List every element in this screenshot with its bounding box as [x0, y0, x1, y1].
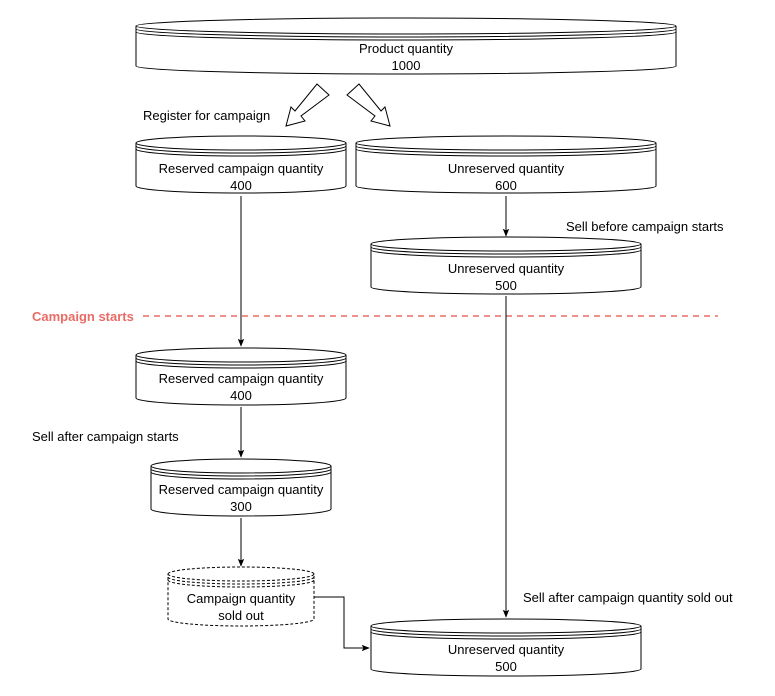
reserved-quantity-node-3: Reserved campaign quantity 300 — [150, 458, 332, 517]
unreserved-quantity-node-1: Unreserved quantity 600 — [355, 135, 657, 194]
campaign-starts-label: Campaign starts — [32, 309, 134, 324]
unreserved-quantity-value-3: 500 — [495, 659, 517, 674]
block-arrow-right — [346, 83, 391, 127]
sold-out-value: sold out — [218, 608, 264, 623]
product-quantity-title: Product quantity — [359, 41, 453, 56]
reserved-quantity-title-1: Reserved campaign quantity — [159, 161, 324, 176]
unreserved-quantity-value-2: 500 — [495, 278, 517, 293]
sell-after-campaign-label: Sell after campaign starts — [32, 429, 179, 444]
reserved-quantity-title-3: Reserved campaign quantity — [159, 482, 324, 497]
reserved-quantity-node-1: Reserved campaign quantity 400 — [135, 135, 347, 194]
reserved-quantity-value-2: 400 — [230, 388, 252, 403]
edge-soldout-to-unreserved — [314, 596, 370, 652]
product-quantity-node: Product quantity 1000 — [135, 17, 677, 75]
register-for-campaign-label: Register for campaign — [143, 108, 270, 123]
reserved-quantity-value-1: 400 — [230, 178, 252, 193]
unreserved-quantity-title-2: Unreserved quantity — [448, 261, 565, 276]
sell-before-campaign-label: Sell before campaign starts — [566, 219, 724, 234]
reserved-quantity-node-2: Reserved campaign quantity 400 — [135, 347, 347, 406]
unreserved-quantity-node-2: Unreserved quantity 500 — [370, 236, 642, 295]
unreserved-quantity-node-3: Unreserved quantity 500 — [370, 618, 642, 677]
campaign-starts-milestone: Campaign starts — [32, 309, 718, 324]
unreserved-quantity-value-1: 600 — [495, 178, 517, 193]
reserved-quantity-title-2: Reserved campaign quantity — [159, 371, 324, 386]
block-arrow-left — [285, 83, 330, 127]
sell-after-soldout-label: Sell after campaign quantity sold out — [523, 590, 733, 605]
reserved-quantity-value-3: 300 — [230, 499, 252, 514]
product-quantity-value: 1000 — [392, 58, 421, 73]
sold-out-node: Campaign quantity sold out — [167, 566, 315, 627]
unreserved-quantity-title-1: Unreserved quantity — [448, 161, 565, 176]
sold-out-title: Campaign quantity — [187, 591, 296, 606]
unreserved-quantity-title-3: Unreserved quantity — [448, 642, 565, 657]
